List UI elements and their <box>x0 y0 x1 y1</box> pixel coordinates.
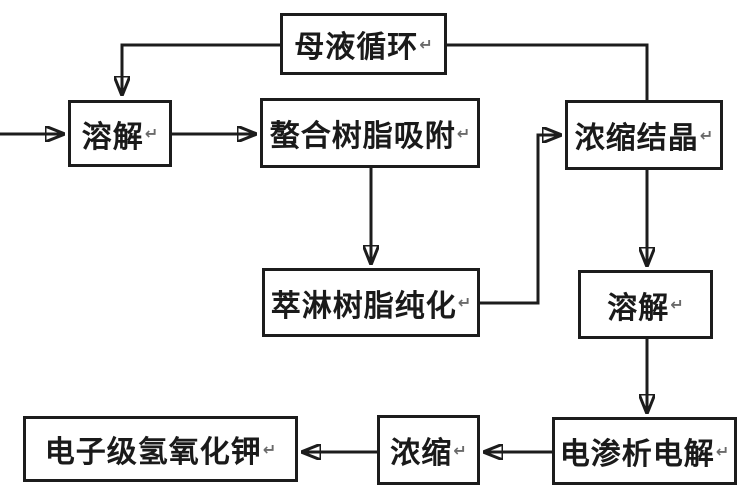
node-label: 浓缩结晶 <box>574 121 699 156</box>
node-mother-liquor-recycle: 母液循环↵ <box>280 13 447 75</box>
paragraph-mark: ↵ <box>456 123 471 143</box>
node-dissolve-1: 溶解↵ <box>68 100 172 167</box>
node-chelating-resin-adsorption: 螯合树脂吸附↵ <box>260 98 480 168</box>
node-label: 螯合树脂吸附 <box>269 119 456 154</box>
paragraph-mark: ↵ <box>262 439 277 459</box>
paragraph-mark: ↵ <box>419 34 433 54</box>
node-label: 溶解 <box>81 119 144 155</box>
node-label: 电子级氢氧化钾 <box>44 435 262 470</box>
paragraph-mark: ↵ <box>144 124 159 143</box>
paragraph-mark: ↵ <box>457 293 472 312</box>
paragraph-mark: ↵ <box>699 125 714 145</box>
edge-extraction-to-crystallization <box>480 135 560 305</box>
node-electrodialysis-electrolysis: 电渗析电解↵ <box>552 417 737 485</box>
edge-crystallization-to-motherliquor <box>447 43 649 100</box>
node-extraction-resin-purification: 萃淋树脂纯化↵ <box>262 268 480 337</box>
node-label: 溶解 <box>607 290 670 326</box>
paragraph-mark: ↵ <box>453 440 467 460</box>
node-label: 浓缩 <box>390 436 453 471</box>
node-concentration-crystallization: 浓缩结晶↵ <box>565 100 723 170</box>
paragraph-mark: ↵ <box>715 441 730 461</box>
node-electronic-grade-koh: 电子级氢氧化钾↵ <box>23 416 298 482</box>
node-label: 母液循环 <box>294 30 419 65</box>
node-concentrate: 浓缩↵ <box>377 415 480 485</box>
edge-motherliquor-to-dissolve1 <box>122 43 280 94</box>
paragraph-mark: ↵ <box>670 295 684 314</box>
node-label: 萃淋树脂纯化 <box>270 288 457 324</box>
node-label: 电渗析电解 <box>559 437 715 472</box>
node-dissolve-2: 溶解↵ <box>578 270 713 339</box>
